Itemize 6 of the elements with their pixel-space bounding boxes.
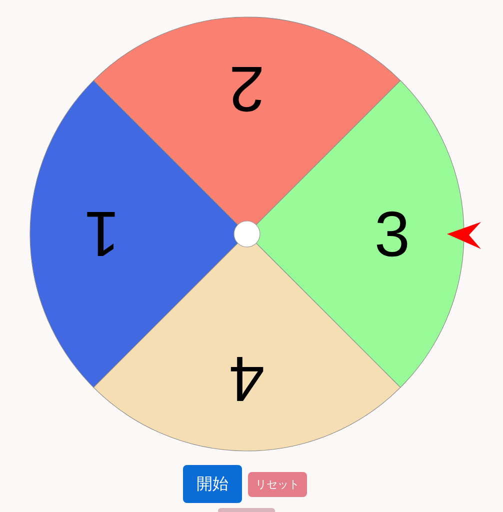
reset-button: リセット [248, 472, 307, 497]
sector-number: 2 [229, 56, 265, 121]
sector-number: 1 [84, 202, 120, 266]
sector-number: 4 [229, 347, 265, 412]
sector-number: 3 [374, 202, 410, 266]
start-button: 開始 [183, 465, 242, 503]
